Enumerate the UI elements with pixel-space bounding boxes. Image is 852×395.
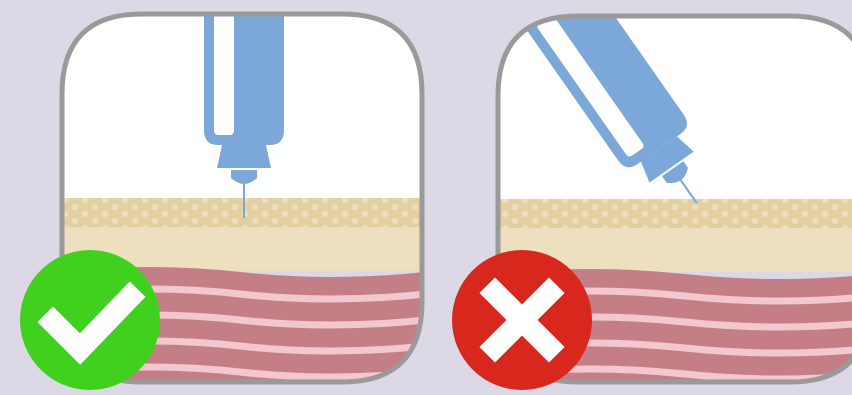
incorrect-badge	[452, 250, 592, 390]
epidermis-texture	[495, 199, 852, 228]
correct-badge	[20, 250, 160, 390]
